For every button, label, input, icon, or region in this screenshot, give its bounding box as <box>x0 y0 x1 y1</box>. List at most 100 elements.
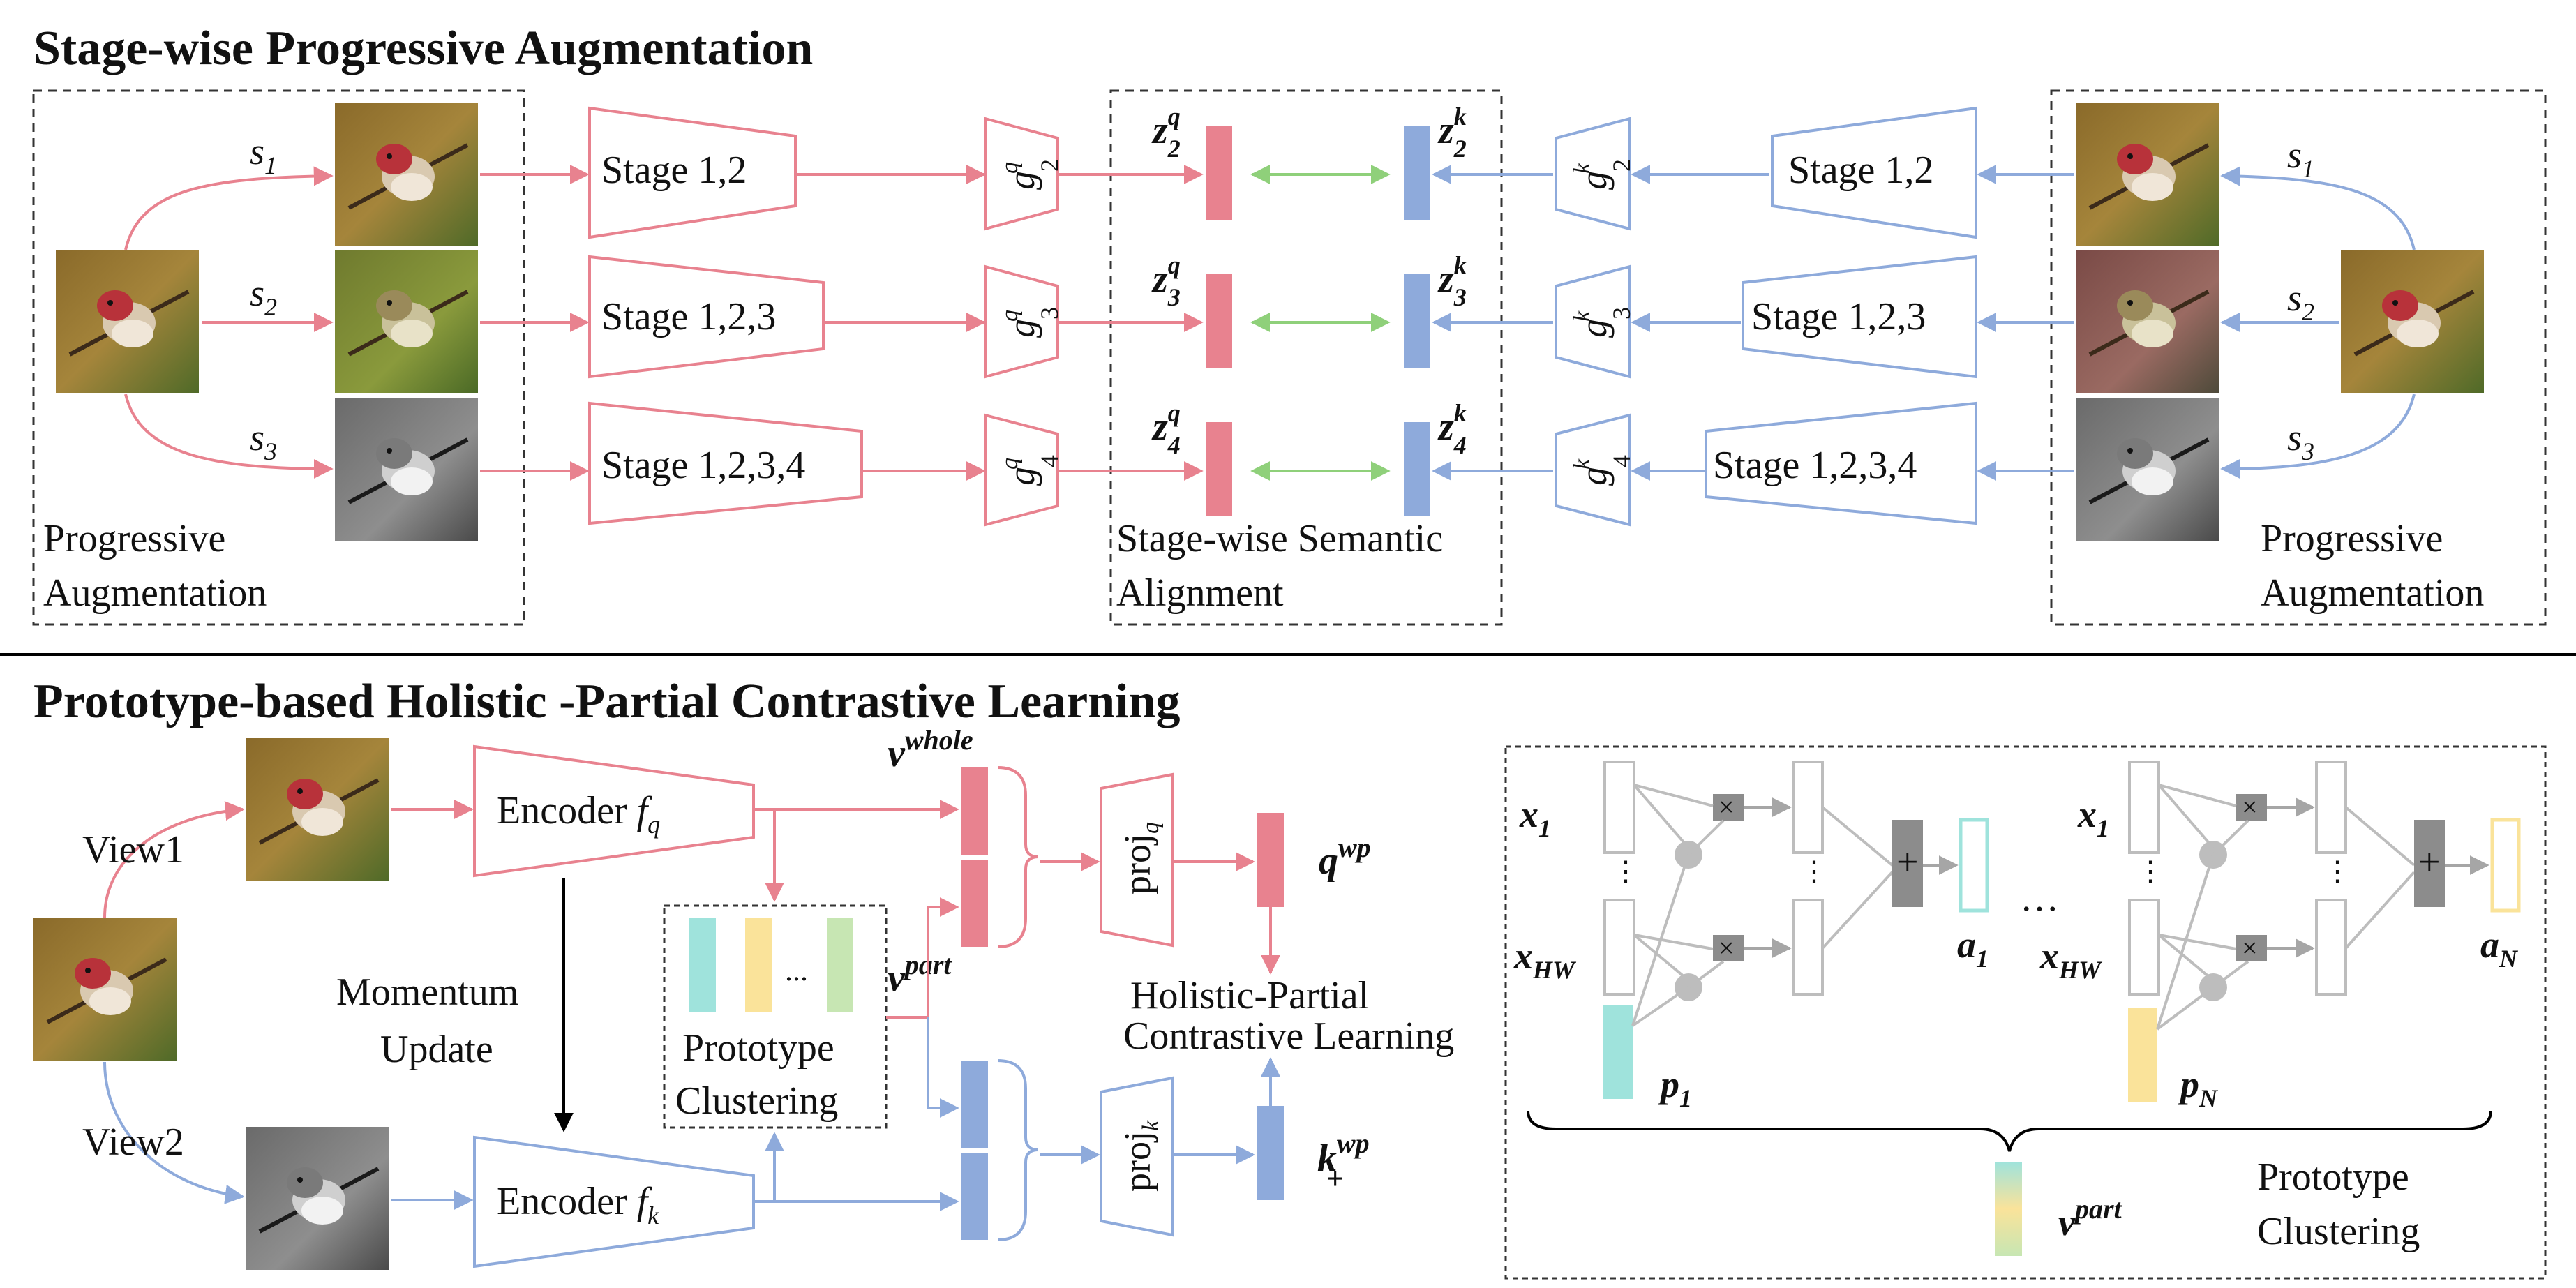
v-whole-bar <box>961 767 988 855</box>
clustering-detail-panel <box>1504 745 2547 1280</box>
key-feature-bar-3 <box>1404 422 1430 516</box>
view2-image <box>246 1127 389 1270</box>
key-proj-head-1 <box>1555 117 1631 231</box>
bottom-source-bird-image <box>33 918 177 1061</box>
brace-q <box>997 766 1039 948</box>
right-source-bird-image <box>2341 250 2484 393</box>
multiply-op-top-N <box>2236 794 2267 821</box>
query-stage-block-2 <box>588 255 825 379</box>
query-proj-head-2 <box>984 264 1059 379</box>
svg-text:gq: gq <box>997 162 1042 190</box>
q-wp-label: qwp <box>1319 832 1371 883</box>
svg-text:2: 2 <box>1608 159 1635 172</box>
svg-text:3: 3 <box>1608 307 1635 320</box>
key-stage-label-1: Stage 1,2 <box>1788 149 1933 192</box>
right-aug-image-2 <box>2076 250 2219 393</box>
key-proj-label-1: gk 2 <box>1569 159 1635 190</box>
right-panel-label-line2: Augmentation <box>2261 571 2484 615</box>
sum-op-1 <box>1892 820 1923 907</box>
k-wp-bar <box>1257 1106 1284 1200</box>
sum-op-N <box>2414 820 2445 907</box>
query-proj-label-2: gq 3 <box>997 307 1063 338</box>
right-s2-label: s2 <box>2287 277 2314 326</box>
multiply-symbol-top-1: × <box>1718 791 1735 823</box>
hpcl-label-line2: Contrastive Learning <box>1123 1014 1454 1058</box>
a1-bar <box>1959 818 1989 913</box>
left-aug-image-2 <box>335 250 478 393</box>
top-section-title: Stage-wise Progressive Augmentation <box>33 22 813 75</box>
semantic-alignment-panel <box>1109 89 1503 626</box>
encoder-k-label: Encoder fk <box>497 1180 659 1229</box>
clustering-unit-N: ⋮ × × ⋮ + <box>2128 761 2521 1102</box>
svg-text:3: 3 <box>1035 307 1063 320</box>
clustering-unit-1: ⋮ × × ⋮ + <box>1603 761 1989 1099</box>
svg-text:4: 4 <box>1608 455 1635 467</box>
xhw-label-1: xHW <box>1513 935 1577 984</box>
left-s1-label: s1 <box>250 130 277 179</box>
v-part-bar-k <box>961 1061 988 1148</box>
svg-text:gq: gq <box>997 310 1042 338</box>
left-source-bird-image <box>56 250 199 393</box>
v-part-label: vpart <box>888 949 952 1000</box>
encoder-k-block <box>473 1135 755 1268</box>
left-aug-arrow-3 <box>124 394 334 479</box>
query-stage-label-1: Stage 1,2 <box>601 149 747 192</box>
proj-k-head <box>1100 1076 1174 1237</box>
right-aug-image-1 <box>2076 103 2219 246</box>
encoder-q-label: Encoder fq <box>497 789 660 839</box>
right-panel-label-line1: Progressive <box>2261 517 2443 560</box>
xhw-label-N: xHW <box>2039 935 2103 984</box>
left-aug-image-3 <box>335 398 478 541</box>
view2-label: View2 <box>82 1121 184 1164</box>
view1-image <box>246 738 389 881</box>
prototype-ellipsis: ... <box>785 953 808 987</box>
center-panel-label-line1: Stage-wise Semantic <box>1116 517 1443 560</box>
k-wp-label: kwp+ <box>1317 1128 1370 1196</box>
right-aug-arrow-3 <box>2220 394 2416 479</box>
attention-links-1 <box>1631 784 1725 1027</box>
q-wp-bar <box>1257 813 1284 907</box>
query-feature-bar-3 <box>1206 422 1232 516</box>
center-panel-label-line2: Alignment <box>1116 571 1284 615</box>
proj-q-head <box>1100 772 1174 948</box>
input-token-top-1 <box>1603 761 1635 854</box>
key-proj-head-2 <box>1555 264 1631 379</box>
svg-text:gk: gk <box>1569 163 1615 190</box>
detail-clustering-label-line1: Prototype <box>2257 1155 2409 1199</box>
prototype-1 <box>689 918 716 1012</box>
multiply-op-top-1 <box>1713 794 1744 821</box>
input-token-bottom-1 <box>1603 899 1635 996</box>
view1-label: View1 <box>82 828 184 871</box>
query-stage-label-2: Stage 1,2,3 <box>601 295 776 338</box>
prototype-3 <box>827 918 853 1012</box>
bottom-section-title: Prototype-based Holistic -Partial Contra… <box>33 675 1181 728</box>
x1-label-1: x1 <box>1519 793 1551 842</box>
proj-k-label: projk <box>1116 1120 1164 1192</box>
brace-k <box>997 1059 1039 1241</box>
svg-text:projq: projq <box>1116 822 1164 894</box>
prototype-2 <box>745 918 772 1012</box>
key-stage-block-1 <box>1771 106 1977 239</box>
sum-links-1 <box>1821 806 1894 950</box>
detail-v-part-label: vpart <box>2058 1193 2123 1243</box>
a1-label: a1 <box>1957 924 1989 973</box>
pN-label: pN <box>2178 1063 2219 1112</box>
query-stage-block-3 <box>588 401 863 525</box>
input-token-top-N <box>2128 761 2160 854</box>
svg-text:4: 4 <box>1035 455 1063 467</box>
svg-text:gk: gk <box>1569 310 1615 338</box>
key-stage-block-3 <box>1705 401 1977 525</box>
key-feature-bar-1 <box>1404 126 1430 220</box>
svg-text:gk: gk <box>1569 458 1615 486</box>
aN-bar <box>2490 818 2521 913</box>
proj-q-label: projq <box>1116 822 1164 894</box>
hpcl-label-line1: Holistic-Partial <box>1130 974 1369 1017</box>
key-stage-label-3: Stage 1,2,3,4 <box>1713 444 1917 487</box>
right-s1-label: s1 <box>2287 134 2314 183</box>
